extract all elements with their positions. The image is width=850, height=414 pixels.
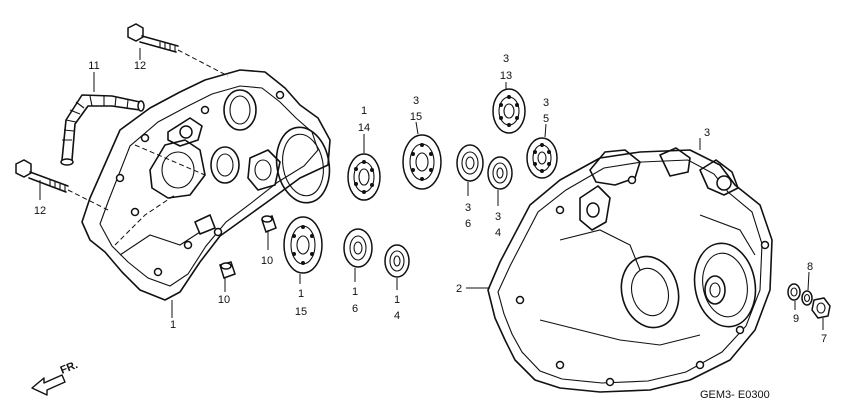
callout-c8-top: 3 — [465, 202, 471, 214]
callout-c16-bottom: 4 — [394, 310, 400, 322]
dowel-pin-upper — [261, 215, 277, 233]
diagram-code: GEM3- E0300 — [700, 389, 770, 401]
callout-c1-top: 12 — [134, 60, 146, 72]
bearing-15-lower — [283, 216, 323, 274]
callout-c19-top: 9 — [793, 313, 799, 325]
callout-c9-bottom: 4 — [495, 227, 501, 239]
bolt-left — [15, 159, 109, 211]
callout-c7-top: 3 — [543, 97, 549, 109]
callout-c14-top: 1 — [298, 288, 304, 300]
bearing-6-upper — [456, 144, 484, 182]
right-crankcase-half — [487, 147, 773, 393]
callout-c16-top: 1 — [394, 294, 400, 306]
callout-c11-top: 10 — [261, 255, 273, 267]
callout-c6-top: 3 — [503, 53, 509, 65]
callout-c12-top: 10 — [218, 294, 230, 306]
callout-c15-bottom: 6 — [352, 303, 358, 315]
seal-9 — [787, 283, 801, 301]
nut-7 — [811, 297, 831, 319]
callout-c17-top: 2 — [456, 283, 462, 295]
bearing-4-upper — [487, 156, 513, 190]
callout-c13-top: 1 — [170, 319, 176, 331]
washer-8 — [801, 290, 813, 306]
callout-c14-bottom: 15 — [295, 306, 307, 318]
callout-labels: 12 11 12 1 14 3 15 3 13 3 5 3 6 3 4 3 10… — [34, 53, 827, 345]
callout-c5-bottom: 15 — [410, 111, 422, 123]
bearing-13 — [492, 88, 526, 134]
callout-c3-top: 12 — [34, 205, 46, 217]
bearing-5 — [526, 137, 558, 179]
breather-tube — [60, 94, 145, 166]
bearing-4-lower — [384, 244, 410, 278]
callout-c9-top: 3 — [495, 211, 501, 223]
bearing-14 — [347, 153, 381, 201]
bolt-top — [127, 23, 229, 77]
front-direction-indicator: FR. — [31, 359, 80, 396]
callout-c18-top: 8 — [807, 261, 813, 273]
callout-c7-bottom: 5 — [543, 113, 549, 125]
callout-c2-top: 11 — [88, 60, 99, 72]
callout-c20-top: 7 — [821, 333, 827, 345]
bearing-15-upper — [402, 134, 442, 190]
callout-c8-bottom: 6 — [465, 218, 471, 230]
left-crankcase-half — [81, 69, 331, 301]
callout-c6-bottom: 13 — [500, 70, 512, 82]
callout-c5-top: 3 — [413, 95, 419, 107]
callout-c15-top: 1 — [352, 286, 358, 298]
callout-c4-bottom: 14 — [358, 122, 370, 134]
front-arrow-icon — [31, 374, 66, 396]
dowel-pin-lower — [219, 261, 236, 279]
leader-lines — [39, 48, 824, 330]
callout-c4-top: 1 — [361, 105, 367, 117]
callout-c10-top: 3 — [704, 127, 710, 139]
bearing-6-lower — [343, 228, 373, 268]
front-label: FR. — [59, 359, 80, 377]
